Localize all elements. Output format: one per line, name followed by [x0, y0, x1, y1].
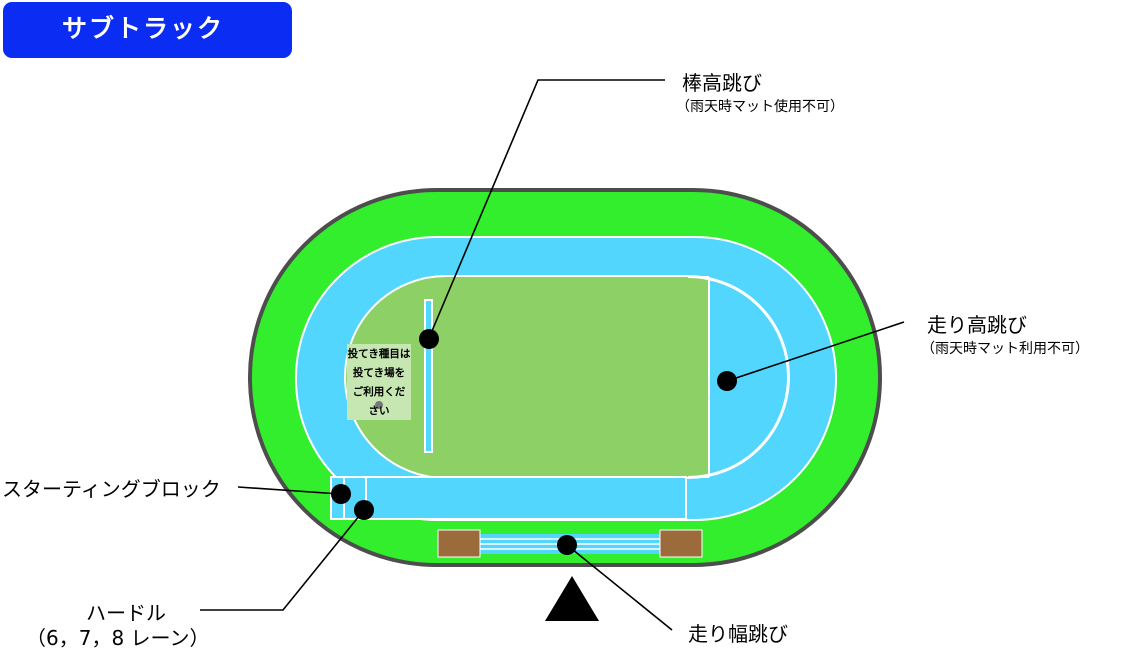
starting-block-leader — [237, 486, 341, 495]
hurdle-marker — [354, 500, 374, 520]
title-badge — [3, 2, 292, 58]
pole-vault-leader — [428, 79, 665, 339]
sand-pit-left — [437, 529, 481, 558]
hurdle-leader — [200, 509, 365, 611]
sand-pit-right — [659, 529, 703, 558]
pole-vault-note: （雨天時マット使用不可） — [676, 99, 844, 115]
long-jump-marker — [557, 535, 577, 555]
note-line-4: さい — [368, 405, 390, 417]
long-jump-leader — [566, 544, 673, 631]
note-line-2: 投てき場を — [352, 367, 406, 379]
high-jump-note: （雨天時マット利用不可） — [921, 341, 1089, 357]
note-line-1: 投てき種目は — [347, 348, 411, 360]
hurdle-note: （6，7，8 レーン） — [26, 626, 210, 650]
straightaway — [330, 476, 687, 520]
long-jump-label: 走り幅跳び — [688, 622, 788, 646]
high-jump-label: 走り高跳び — [927, 313, 1027, 337]
infield-throwing-note: 投てき種目は 投てき場を ご利用くだ さい — [347, 345, 411, 421]
high-jump-marker — [717, 371, 737, 391]
hurdle-label: ハードル — [86, 601, 166, 625]
page-title: サブトラック — [62, 14, 225, 43]
pole-vault-label: 棒高跳び — [682, 71, 762, 95]
entrance-triangle-icon — [545, 576, 599, 621]
pole-vault-marker — [419, 329, 439, 349]
high-jump-leader — [726, 321, 905, 382]
pole-vault-runway — [424, 299, 433, 453]
starting-block-marker — [331, 484, 351, 504]
starting-block-label: スターティングブロック — [2, 477, 221, 501]
note-line-3: ご利用くだ — [352, 386, 406, 398]
